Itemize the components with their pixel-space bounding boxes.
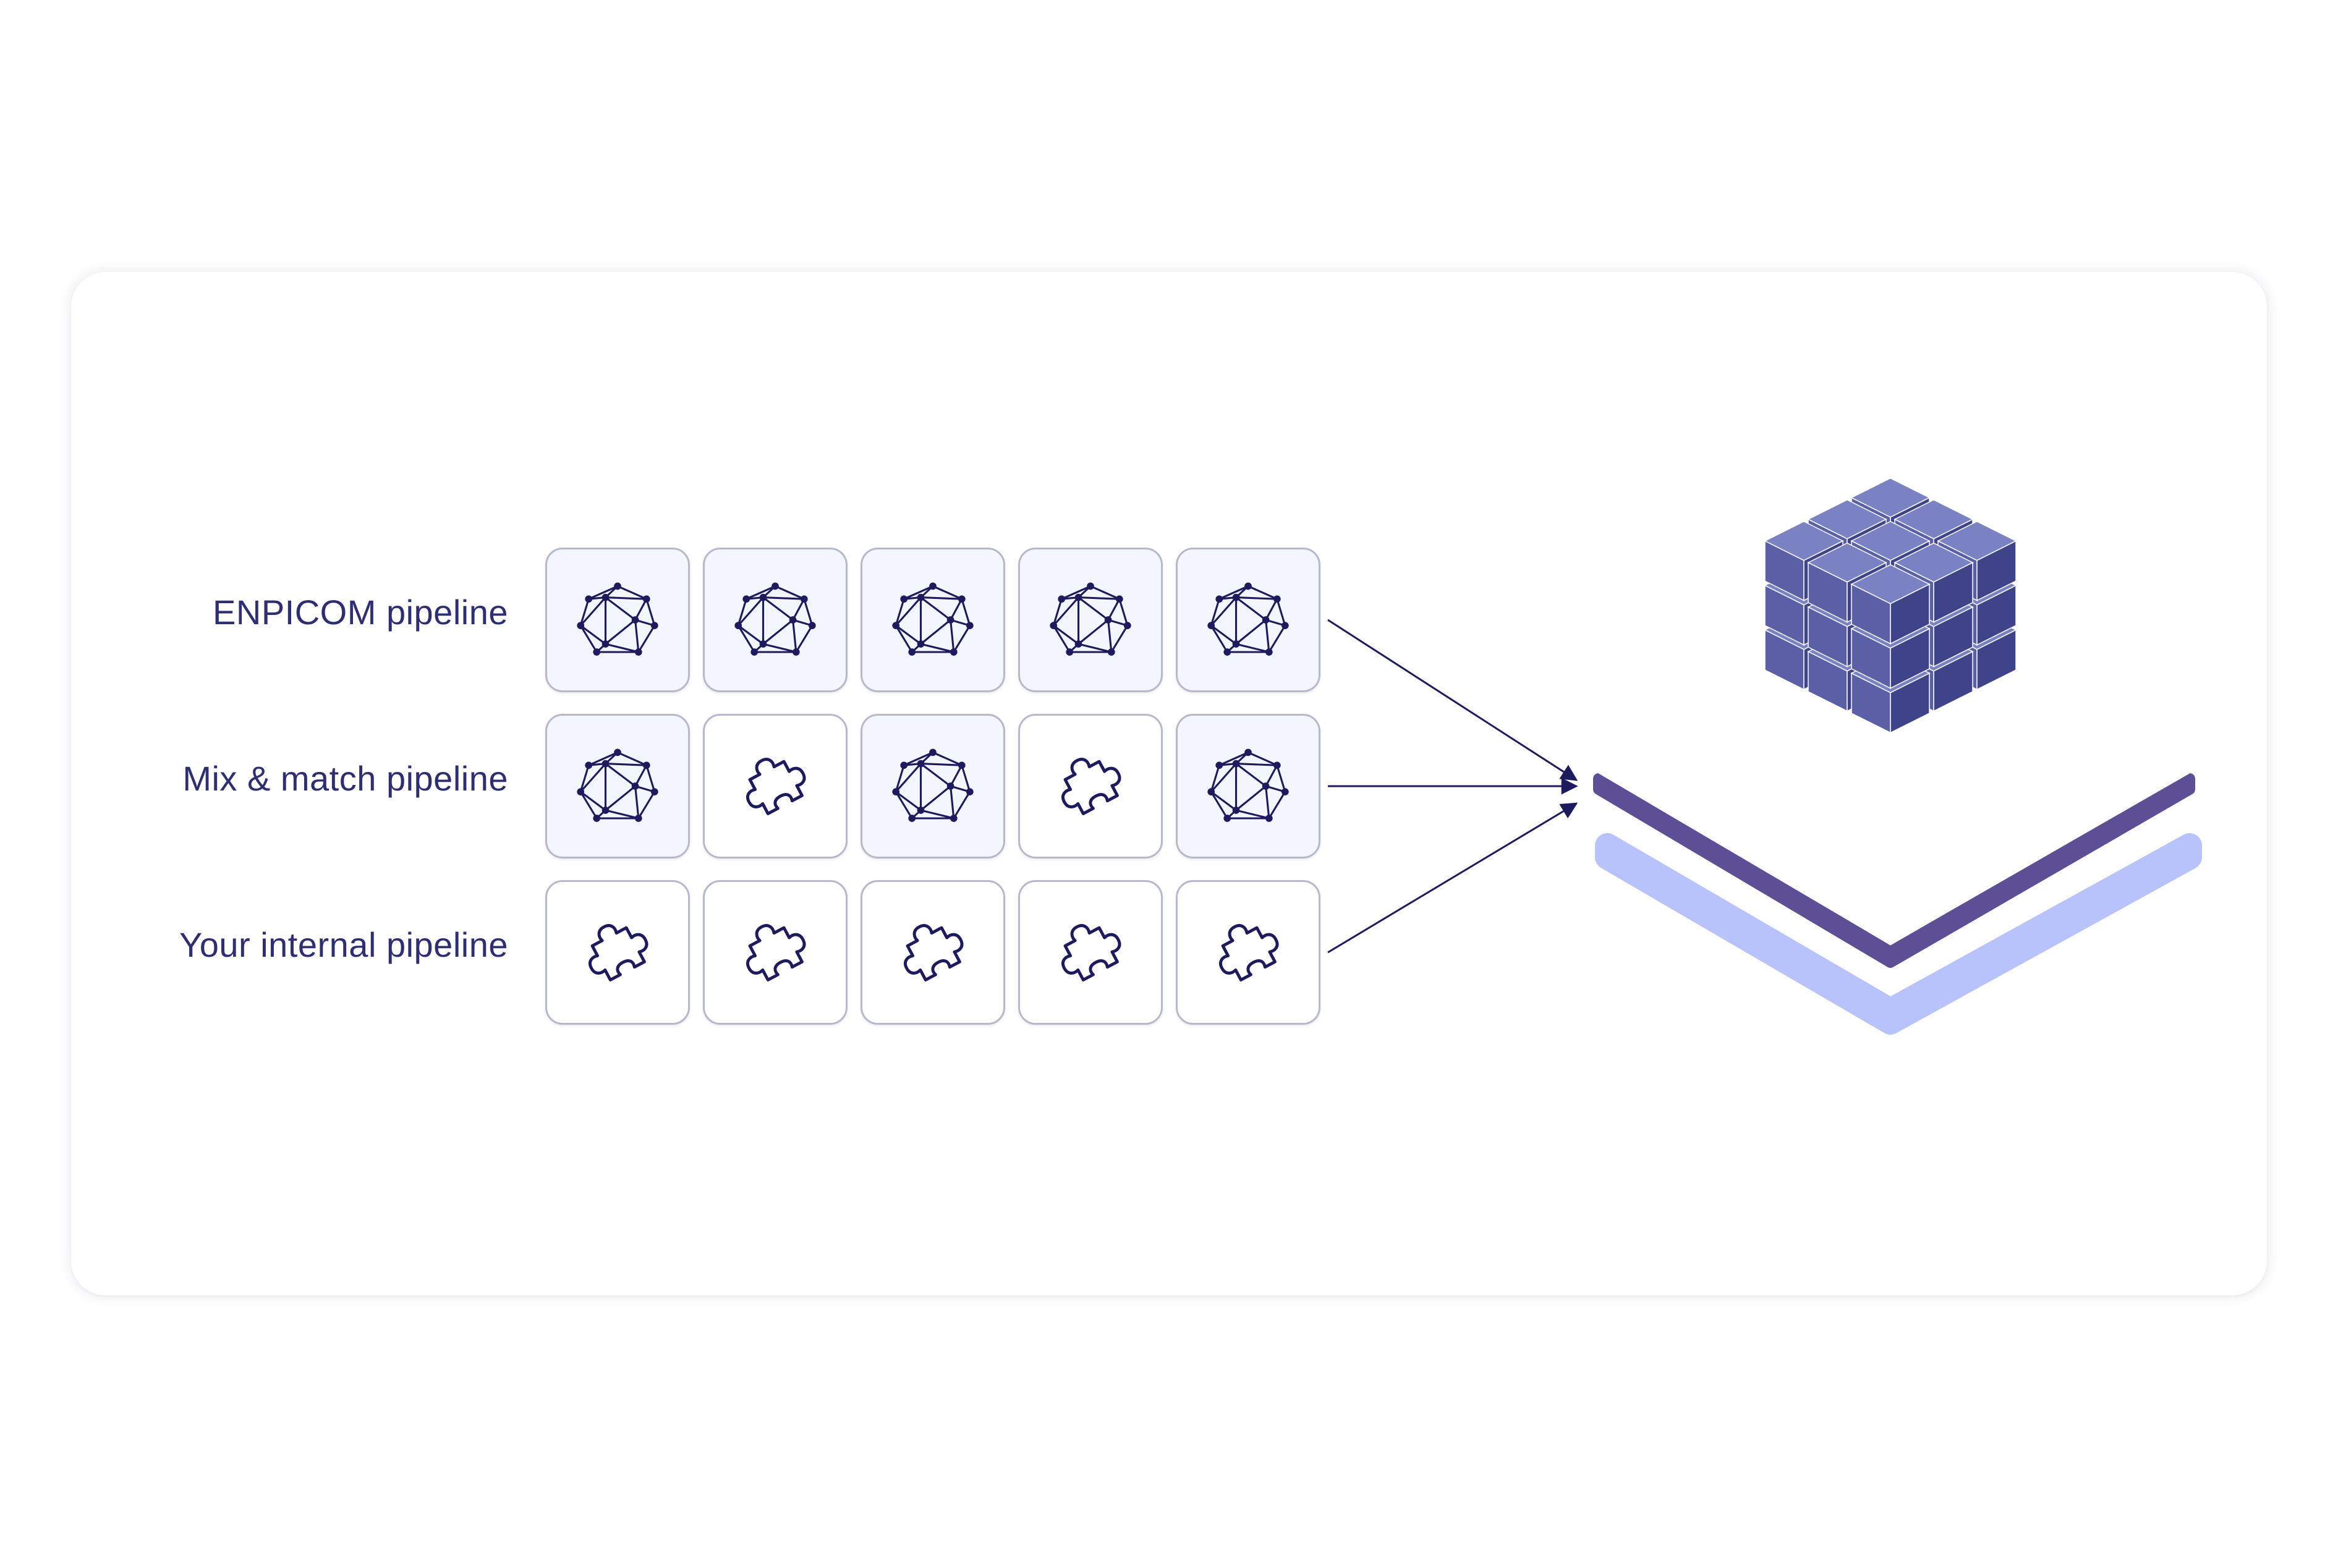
puzzle-icon bbox=[903, 924, 964, 981]
pipeline-tile bbox=[861, 880, 1005, 1025]
network-icon bbox=[1207, 748, 1289, 822]
row-label-mix-match: Mix & match pipeline bbox=[182, 759, 508, 798]
pipeline-tile bbox=[1176, 880, 1320, 1025]
puzzle-icon bbox=[746, 924, 806, 981]
row-label-internal: Your internal pipeline bbox=[179, 925, 508, 964]
network-icon bbox=[577, 582, 658, 656]
puzzle-icon bbox=[1061, 924, 1121, 981]
puzzle-icon bbox=[588, 924, 648, 981]
network-icon bbox=[577, 748, 658, 822]
network-icon bbox=[892, 748, 974, 822]
pipeline-tile bbox=[545, 548, 690, 692]
pipeline-tile bbox=[861, 548, 1005, 692]
puzzle-icon bbox=[1061, 758, 1121, 815]
puzzle-icon bbox=[1218, 924, 1279, 981]
pipeline-tile bbox=[703, 714, 848, 858]
pipeline-tile bbox=[545, 714, 690, 858]
network-icon bbox=[734, 582, 816, 656]
row-label-enpicom: ENPICOM pipeline bbox=[213, 593, 508, 632]
pipeline-tile bbox=[545, 880, 690, 1025]
pipeline-tile bbox=[1176, 714, 1320, 858]
pipeline-tile bbox=[1018, 880, 1163, 1025]
network-icon bbox=[1207, 582, 1289, 656]
network-icon bbox=[892, 582, 974, 656]
pipeline-tile bbox=[1018, 714, 1163, 858]
network-icon bbox=[1050, 582, 1131, 656]
pipeline-tile bbox=[703, 880, 848, 1025]
pipeline-tile bbox=[1018, 548, 1163, 692]
pipeline-tile bbox=[1176, 548, 1320, 692]
puzzle-icon bbox=[746, 758, 806, 815]
pipeline-tile bbox=[861, 714, 1005, 858]
pipeline-tile bbox=[703, 548, 848, 692]
